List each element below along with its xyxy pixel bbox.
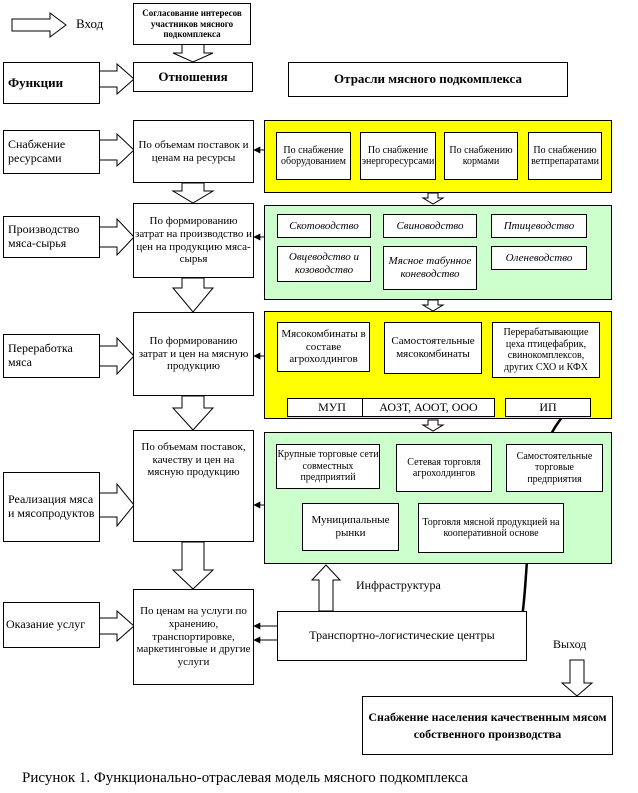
production-sheep: Овцеводство и козоводство bbox=[277, 246, 371, 282]
relation-production: По формированию затрат на производство и… bbox=[133, 203, 254, 278]
production-cattle: Скотоводство bbox=[277, 214, 371, 238]
supply-equipment: По снабжение оборудованием bbox=[276, 132, 351, 180]
arrow-supply bbox=[98, 132, 135, 168]
arrow-down-2 bbox=[171, 182, 215, 204]
arrow-down-1 bbox=[172, 43, 214, 63]
processing-workshops: Перерабатывающие цеха птицефабрик, свино… bbox=[492, 322, 600, 378]
branches-header: Отрасли мясного подкомплекса bbox=[288, 62, 568, 97]
relation-supply: По объемам поставок и ценам на ресурсы bbox=[133, 120, 254, 183]
relation-processing: По формированию затрат и цен на мясную п… bbox=[133, 312, 254, 396]
production-horses: Мясное табунное коневодство bbox=[383, 246, 477, 290]
sales-networks: Крупные торговые сети совместных предпри… bbox=[276, 444, 380, 489]
function-sales: Реализация мяса и мясопродуктов bbox=[3, 472, 100, 542]
production-deer: Оленеводство bbox=[491, 246, 587, 270]
arrow-functions bbox=[98, 62, 135, 96]
function-production: Производство мяса-сырья bbox=[3, 216, 100, 258]
output-box: Снабжение населения качественным мясом с… bbox=[362, 696, 613, 755]
entry-label: Вход bbox=[76, 16, 104, 31]
sales-cooperative: Торговля мясной продукцией на кооператив… bbox=[418, 503, 564, 553]
arrow-processing bbox=[98, 336, 135, 376]
function-processing: Переработка мяса bbox=[3, 334, 100, 378]
figure-caption: Рисунок 1. Функционально-отраслевая моде… bbox=[22, 770, 469, 786]
arrow-down-4 bbox=[171, 395, 215, 431]
arrow-panel-3 bbox=[421, 419, 445, 432]
arrow-production bbox=[98, 217, 135, 257]
processing-independent: Самостоятельные мясокомбинаты bbox=[384, 322, 482, 374]
sales-holdings: Сетевая торговля агрохолдингов bbox=[396, 444, 492, 492]
sales-independent: Самостоятельные торговые предприятия bbox=[506, 444, 603, 492]
arrow-panel-2 bbox=[421, 299, 445, 312]
arrow-down-5 bbox=[171, 541, 215, 590]
production-pigs: Свиноводство bbox=[383, 214, 477, 238]
supply-feed: По снабжению кормами bbox=[444, 132, 518, 180]
exit-label: Выход bbox=[553, 637, 587, 651]
arrow-panel-1 bbox=[421, 192, 445, 205]
infra-label: Инфраструктура bbox=[356, 578, 441, 592]
arrow-sales bbox=[98, 482, 135, 528]
arrow-services bbox=[98, 609, 135, 643]
function-supply: Снабжение ресурсами bbox=[3, 130, 100, 174]
agreement-box: Согласование интересов участников мясног… bbox=[133, 3, 251, 45]
processing-holdings: Мясокомбинаты в составе агрохолдингов bbox=[277, 322, 370, 372]
sales-markets: Муниципальные рынки bbox=[302, 503, 399, 551]
logistics-box: Транспортно-логистические центры bbox=[277, 611, 527, 661]
supply-energy: По снабжение энергоресурсами bbox=[360, 132, 436, 180]
relation-services: По ценам на услуги по хранению, транспор… bbox=[133, 589, 254, 685]
processing-mup: МУП bbox=[287, 398, 377, 417]
functions-header: Функции bbox=[3, 62, 100, 104]
processing-ip: ИП bbox=[505, 398, 591, 417]
arrow-down-3 bbox=[171, 277, 215, 313]
production-poultry: Птицеводство bbox=[491, 214, 587, 238]
entry-arrow bbox=[11, 12, 67, 38]
supply-vet: По снабжению ветпрепаратами bbox=[528, 132, 602, 180]
infra-arrow bbox=[310, 564, 342, 612]
function-services: Оказание услуг bbox=[3, 602, 100, 648]
relation-sales: По объемам поставок, качеству и цен на м… bbox=[133, 430, 254, 542]
relations-header: Отношения bbox=[133, 62, 253, 92]
exit-arrow bbox=[560, 659, 594, 697]
processing-aozt: АОЗТ, АООТ, ООО bbox=[362, 398, 495, 417]
